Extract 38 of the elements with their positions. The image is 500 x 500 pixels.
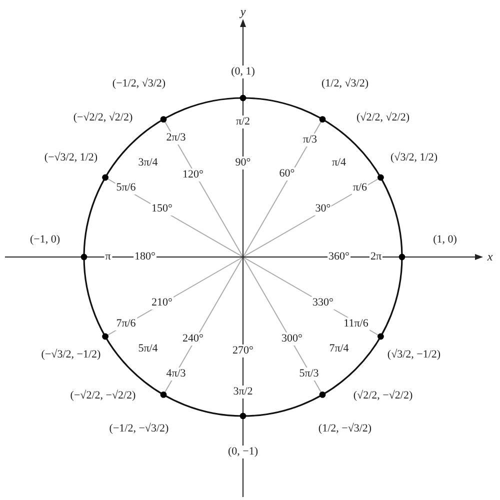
- degree-label: 150°: [150, 202, 174, 216]
- radian-label: 11π/6: [342, 318, 370, 330]
- radian-label: 3π/2: [232, 386, 254, 398]
- coordinate-label: (0, −1): [226, 446, 260, 458]
- coordinate-label: (1/2, √3/2): [320, 78, 370, 90]
- coordinate-label: (1, 0): [432, 234, 458, 246]
- coordinate-label: (√3/2, 1/2): [390, 152, 438, 164]
- coordinate-label: (√2/2, −√2/2): [352, 390, 414, 402]
- coordinate-label: (−1/2, √3/2): [111, 78, 167, 90]
- degree-label: 210°: [150, 296, 174, 310]
- radian-label: π/3: [302, 134, 318, 146]
- radian-label: π/2: [234, 116, 252, 128]
- degree-label: 60°: [278, 168, 296, 180]
- axis-label: y: [239, 6, 247, 18]
- degree-label: 120°: [182, 168, 204, 182]
- coordinate-label: (√2/2, √2/2): [356, 112, 410, 124]
- degree-label: 270°: [232, 344, 254, 358]
- axis-label: x: [486, 250, 494, 264]
- radian-label: 7π/6: [115, 318, 137, 330]
- coordinate-label: (−√2/2, √2/2): [72, 112, 134, 124]
- degree-label: 90°: [234, 156, 252, 170]
- radian-label: 4π/3: [165, 368, 187, 380]
- radian-label: π/6: [352, 182, 368, 194]
- degree-label: 30°: [314, 202, 332, 216]
- radian-label: 5π/6: [115, 182, 137, 194]
- coordinate-label: (1/2, −√3/2): [317, 422, 373, 436]
- coordinate-label: (−1, 0): [28, 234, 62, 246]
- coordinate-label: (−1/2, −√3/2): [108, 422, 170, 436]
- coordinate-label: (0, 1): [230, 66, 256, 78]
- radian-label: 2π/3: [165, 132, 187, 144]
- degree-label: 330°: [312, 296, 334, 310]
- degree-label: 240°: [182, 332, 204, 346]
- coordinate-label: (−√3/2, −1/2): [40, 348, 102, 362]
- degree-label: 300°: [280, 332, 304, 346]
- coordinate-label: (−√2/2, −√2/2): [69, 390, 137, 402]
- coordinate-label: (−√3/2, 1/2): [43, 152, 99, 164]
- coordinate-label: (√3/2, −1/2): [386, 348, 442, 362]
- radian-label: 5π/3: [298, 368, 320, 380]
